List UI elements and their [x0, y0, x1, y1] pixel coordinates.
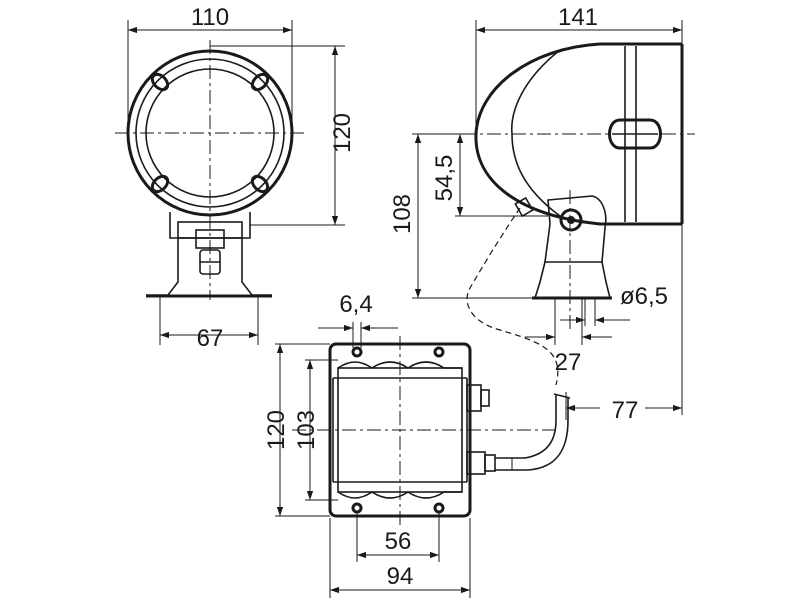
- clip-top-left: [150, 72, 170, 92]
- dim-center-height: 54,5: [431, 155, 458, 202]
- control-box-view: 6,4 120 103 56 94: [263, 291, 571, 598]
- dim-box-height-inner: 103: [293, 410, 320, 450]
- box-hole-tr: [433, 346, 445, 358]
- dim-hole-diameter: ø6,5: [620, 283, 668, 310]
- side-mount: [544, 195, 607, 263]
- box-hole-tl: [351, 346, 363, 358]
- pivot-bolt: [559, 208, 583, 232]
- dim-box-height-outer: 120: [263, 410, 290, 450]
- box-hole-bl: [351, 502, 363, 514]
- dim-box-hole-spacing: 56: [385, 528, 412, 555]
- cable-dashed: [466, 207, 559, 386]
- side-view: 141 108 54,5 ø6,5 27 77: [389, 4, 695, 424]
- dim-box-width: 94: [387, 563, 414, 590]
- dim-front-width: 110: [191, 4, 229, 31]
- dim-mount-width: 27: [555, 349, 582, 376]
- dim-front-height: 120: [329, 113, 356, 153]
- dim-bracket-width: 67: [197, 325, 224, 352]
- front-bracket: [146, 238, 272, 296]
- cable-solid-outer: [495, 394, 557, 459]
- clip-bottom-left: [150, 174, 170, 194]
- dim-side-height: 108: [389, 194, 416, 234]
- clip-top-right: [250, 72, 270, 92]
- front-view: 110 120 67: [115, 4, 356, 352]
- box-hole-br: [433, 502, 445, 514]
- dim-cable-offset: 77: [612, 397, 639, 424]
- dim-side-length: 141: [558, 4, 598, 31]
- cable-solid-inner: [495, 398, 569, 471]
- side-handle-slot: [608, 118, 662, 150]
- clip-bottom-right: [250, 174, 270, 194]
- dim-box-hole: 6,4: [339, 291, 372, 318]
